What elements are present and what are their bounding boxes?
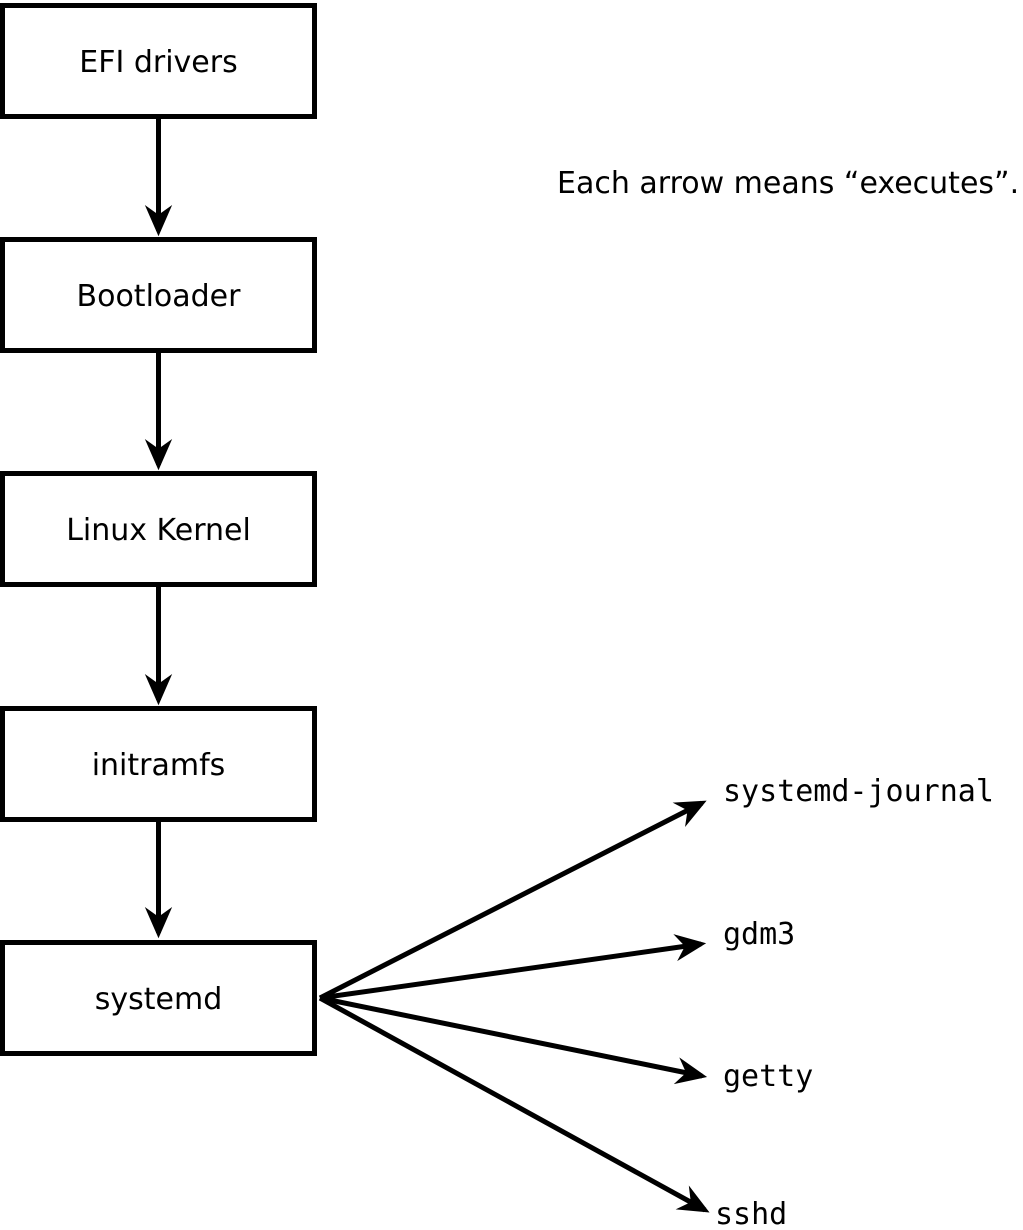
node-bootloader: Bootloader xyxy=(0,237,317,353)
edge-systemd-to-gdm3 xyxy=(319,934,707,1001)
node-box xyxy=(0,237,317,353)
annotation-text: Each arrow means “executes”. xyxy=(557,166,1019,201)
node-label: systemd xyxy=(95,982,223,1017)
node-box xyxy=(0,940,317,1056)
node-label: Linux Kernel xyxy=(66,513,251,548)
process-label-sshd: sshd xyxy=(715,1197,787,1230)
node-linux-kernel: Linux Kernel xyxy=(0,471,317,587)
process-label-systemd-journal: systemd-journal xyxy=(723,774,994,809)
edge-systemd-to-getty xyxy=(319,995,708,1085)
node-label: initramfs xyxy=(92,748,226,783)
node-box xyxy=(0,3,317,119)
edge-systemd-to-systemd-journal xyxy=(318,800,707,1001)
process-label-gdm3: gdm3 xyxy=(723,917,795,952)
node-initramfs: initramfs xyxy=(0,706,317,822)
process-label-getty: getty xyxy=(723,1059,813,1094)
edge-systemd-to-sshd xyxy=(318,995,710,1213)
node-box xyxy=(0,471,317,587)
node-label: Bootloader xyxy=(77,279,242,314)
node-box xyxy=(0,706,317,822)
node-efi-drivers: EFI drivers xyxy=(0,3,317,119)
node-label: EFI drivers xyxy=(79,45,237,80)
node-systemd: systemd xyxy=(0,940,317,1056)
